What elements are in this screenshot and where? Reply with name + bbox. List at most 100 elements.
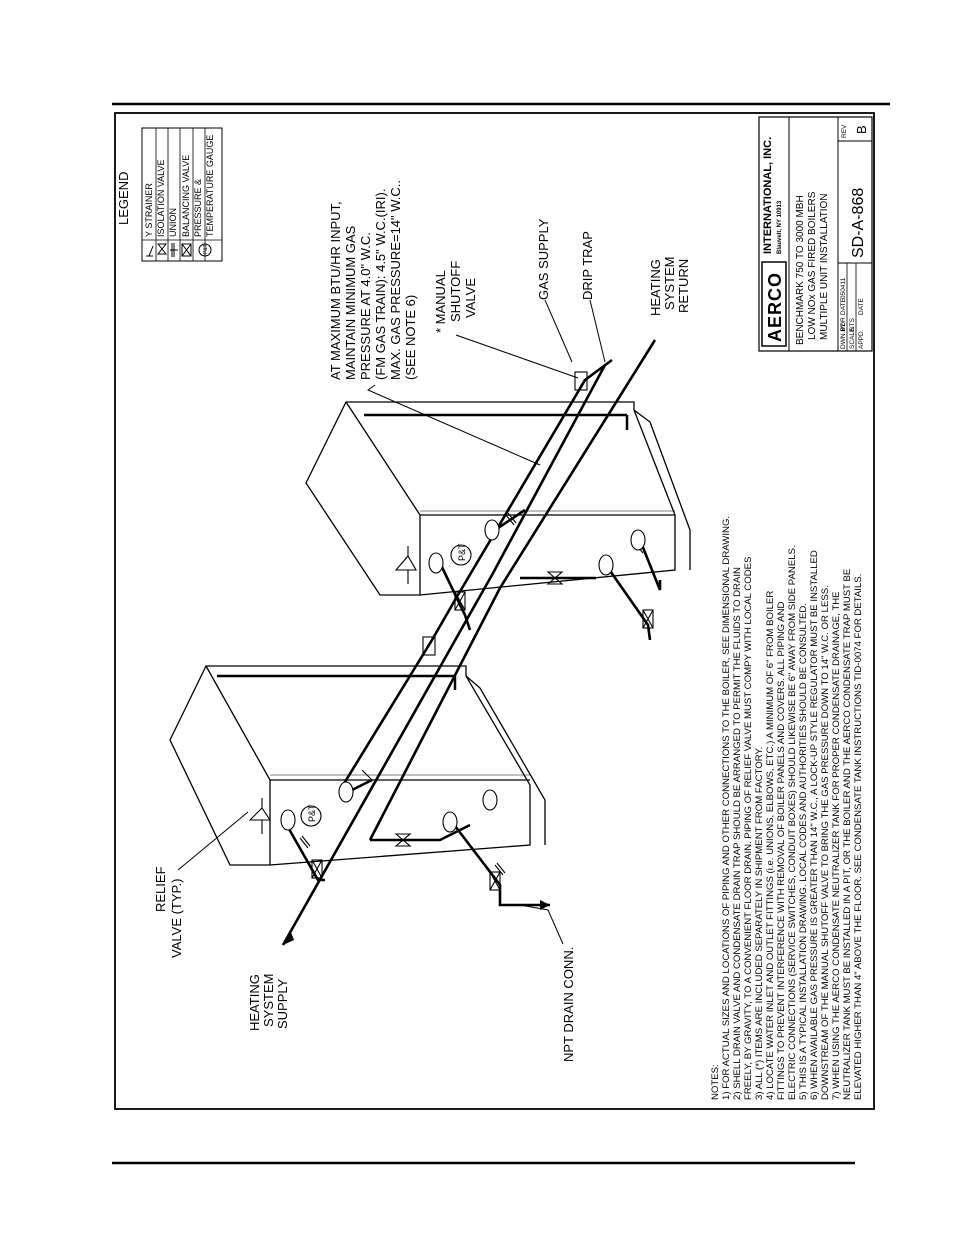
svg-text:AT MAXIMUM BTU/HR INPUT,: AT MAXIMUM BTU/HR INPUT, (328, 201, 343, 380)
isolation-valve-icon (546, 571, 564, 585)
balancing-valve-icon (489, 871, 501, 891)
legend-label-balancing-valve: BALANCING VALVE (181, 155, 191, 237)
appd-label: APPD. (858, 329, 865, 349)
note-line: FITTINGS TO PREVENT INTERFERENCE WITH RE… (776, 601, 787, 1100)
balancing-valve-icon (311, 859, 323, 879)
fittings (299, 371, 654, 891)
heating-supply-pipe (281, 364, 607, 946)
svg-text:P&T: P&T (307, 804, 317, 822)
note-line: ELEVATED HIGHER THAN 4" ABOVE THE FLOOR.… (853, 574, 864, 1100)
svg-text:MAINTAIN MINIMUM GAS: MAINTAIN MINIMUM GAS (343, 225, 358, 380)
rev-value: B (854, 125, 869, 134)
date-label: DATE (840, 297, 847, 315)
heating-return-pipe (368, 339, 657, 841)
svg-text:HEATING: HEATING (648, 259, 663, 316)
svg-text:* MANUAL: * MANUAL (433, 270, 448, 333)
drawing-title-line: MULTIPLE UNIT INSTALLATION (819, 193, 830, 340)
boiler-unit-left (169, 665, 546, 866)
drawing-number: SD-A-868 (850, 188, 867, 258)
union-icon (299, 835, 311, 849)
pressure-temperature-gauge-icon: P&T (300, 804, 322, 827)
relief-valve-icon (394, 546, 417, 584)
dwn-by-value: PDR (840, 317, 847, 331)
note-line: 4) LOCATE WATER INLET AND OUTLET FITTING… (765, 591, 776, 1100)
dwn-by-label: DWN.BY (840, 322, 847, 349)
rev-label: REV (841, 124, 848, 138)
legend: LEGEND P&T Y STRAINER ISOL (116, 127, 223, 262)
gas-pressure-callout: AT MAXIMUM BTU/HR INPUT, MAINTAIN MINIMU… (328, 180, 418, 380)
date-value: 050411 (840, 277, 847, 299)
balancing-valve-icon (454, 591, 466, 611)
svg-text:P&T: P&T (203, 244, 209, 254)
svg-text:RETURN: RETURN (676, 259, 691, 313)
legend-label-union: UNION (168, 208, 178, 237)
note-line: 2) SHELL DRAIN VALVE AND CONDENSATE DRAI… (732, 567, 743, 1100)
gas-supply-label: GAS SUPPLY (536, 218, 551, 300)
note-line: FREELY, BY GRAVITY, TO A CONVENIENT FLOO… (743, 557, 754, 1100)
isolation-valve-icon (156, 243, 168, 255)
isolation-valve-icon (394, 833, 412, 847)
note-line: NEUTRALIZER TANK MUST BE INSTALLED IN A … (842, 569, 853, 1100)
legend-label-pressure: PRESSURE & (193, 179, 203, 237)
union-icon (505, 512, 517, 526)
svg-text:SYSTEM: SYSTEM (662, 257, 677, 310)
note-line: 3) ALL (*) ITEMS ARE INCLUDED SEPARATELY… (754, 747, 765, 1100)
svg-text:SUPPLY: SUPPLY (275, 978, 290, 1029)
company-address: Blauvelt, NY 10913 (777, 200, 783, 254)
manual-shutoff-callout: * MANUAL SHUTOFF VALVE (433, 261, 478, 333)
pressure-temperature-gauge-icon: P&T (198, 243, 212, 257)
company-logo: AERCO (761, 261, 787, 347)
y-strainer-icon (422, 636, 436, 656)
svg-text:MAX. GAS PRESSURE=14" W.C..: MAX. GAS PRESSURE=14" W.C.. (388, 180, 403, 380)
leader-lines (177, 299, 606, 945)
svg-text:SHUTOFF: SHUTOFF (448, 261, 463, 322)
notes: NOTES: 1) FOR ACTUAL SIZES AND LOCATIONS… (710, 516, 864, 1100)
company-name: INTERNATIONAL, INC. (762, 137, 774, 254)
svg-text:P&T: P&T (457, 543, 467, 561)
balancing-valve-icon (181, 243, 192, 257)
npt-drain-label: NPT DRAIN CONN. (561, 947, 576, 1062)
heating-supply-label: HEATING SYSTEM SUPPLY (247, 974, 290, 1031)
piping (281, 339, 662, 946)
relief-valve-icon (248, 798, 272, 834)
pressure-temperature-gauge-icon: P&T (450, 543, 472, 566)
union-icon (494, 862, 506, 876)
svg-text:HEATING: HEATING (247, 974, 262, 1031)
boiler-connections (280, 519, 646, 833)
drawing-title-line: BENCHMARK 750 TO 3000 MBH (795, 195, 806, 345)
svg-text:VALVE: VALVE (463, 278, 478, 318)
drip-trap-label: DRIP TRAP (580, 231, 595, 300)
drawing-border (114, 112, 875, 1110)
svg-text:(SEE NOTE 6): (SEE NOTE 6) (403, 295, 418, 380)
note-line: ELECTRIC CONNECTIONS (SERVICE SWITCHES, … (787, 545, 798, 1100)
boiler-unit-right (305, 401, 691, 596)
legend-label-y-strainer: Y STRAINER (144, 183, 154, 237)
svg-text:SYSTEM: SYSTEM (261, 974, 276, 1027)
drawing-title-line: LOW NOx GAS FIRED BOILERS (807, 191, 818, 340)
heating-return-label: HEATING SYSTEM RETURN (648, 257, 691, 316)
svg-text:PRESSURE AT 4.0" W.C.: PRESSURE AT 4.0" W.C. (358, 232, 373, 380)
title-block: AERCO INTERNATIONAL, INC. Blauvelt, NY 1… (758, 116, 873, 352)
note-line: DOWNSTREAM OF THE MANUAL SHUTOFF VALVE T… (820, 585, 831, 1100)
note-line: 7) WHEN USING THE AERCO CONDENSATE NEUTR… (831, 591, 842, 1100)
union-icon (170, 243, 178, 257)
note-line: 5) THIS IS A TYPICAL INSTALLATION DRAWIN… (798, 603, 809, 1100)
legend-label-temperature-gauge: TEMPERATURE GAUGE (205, 135, 215, 237)
scale-label: SCALE (849, 327, 856, 349)
relief-valve-label: RELIEF VALVE (TYP.) (153, 866, 184, 958)
y-strainer-icon (146, 245, 154, 257)
piping-arrows (283, 900, 550, 945)
legend-label-isolation-valve: ISOLATION VALVE (156, 159, 166, 237)
scale-value: NTS (849, 317, 856, 331)
note-line: 6) WHEN AVAILABLE GAS PRESSURE IS GREATE… (809, 550, 820, 1100)
legend-title: LEGEND (116, 172, 131, 225)
legend-box (141, 127, 223, 262)
union-icon (361, 769, 373, 781)
svg-text:RELIEF: RELIEF (153, 866, 168, 912)
y-strainer-icon (574, 371, 588, 391)
date2-label: DATE (858, 297, 865, 315)
svg-text:VALVE (TYP.): VALVE (TYP.) (169, 879, 184, 958)
svg-text:(FM GAS TRAIN): 4.5" W.C.(IRI): (FM GAS TRAIN): 4.5" W.C.(IRI). (373, 189, 388, 380)
gas-supply-pipe (338, 358, 613, 791)
